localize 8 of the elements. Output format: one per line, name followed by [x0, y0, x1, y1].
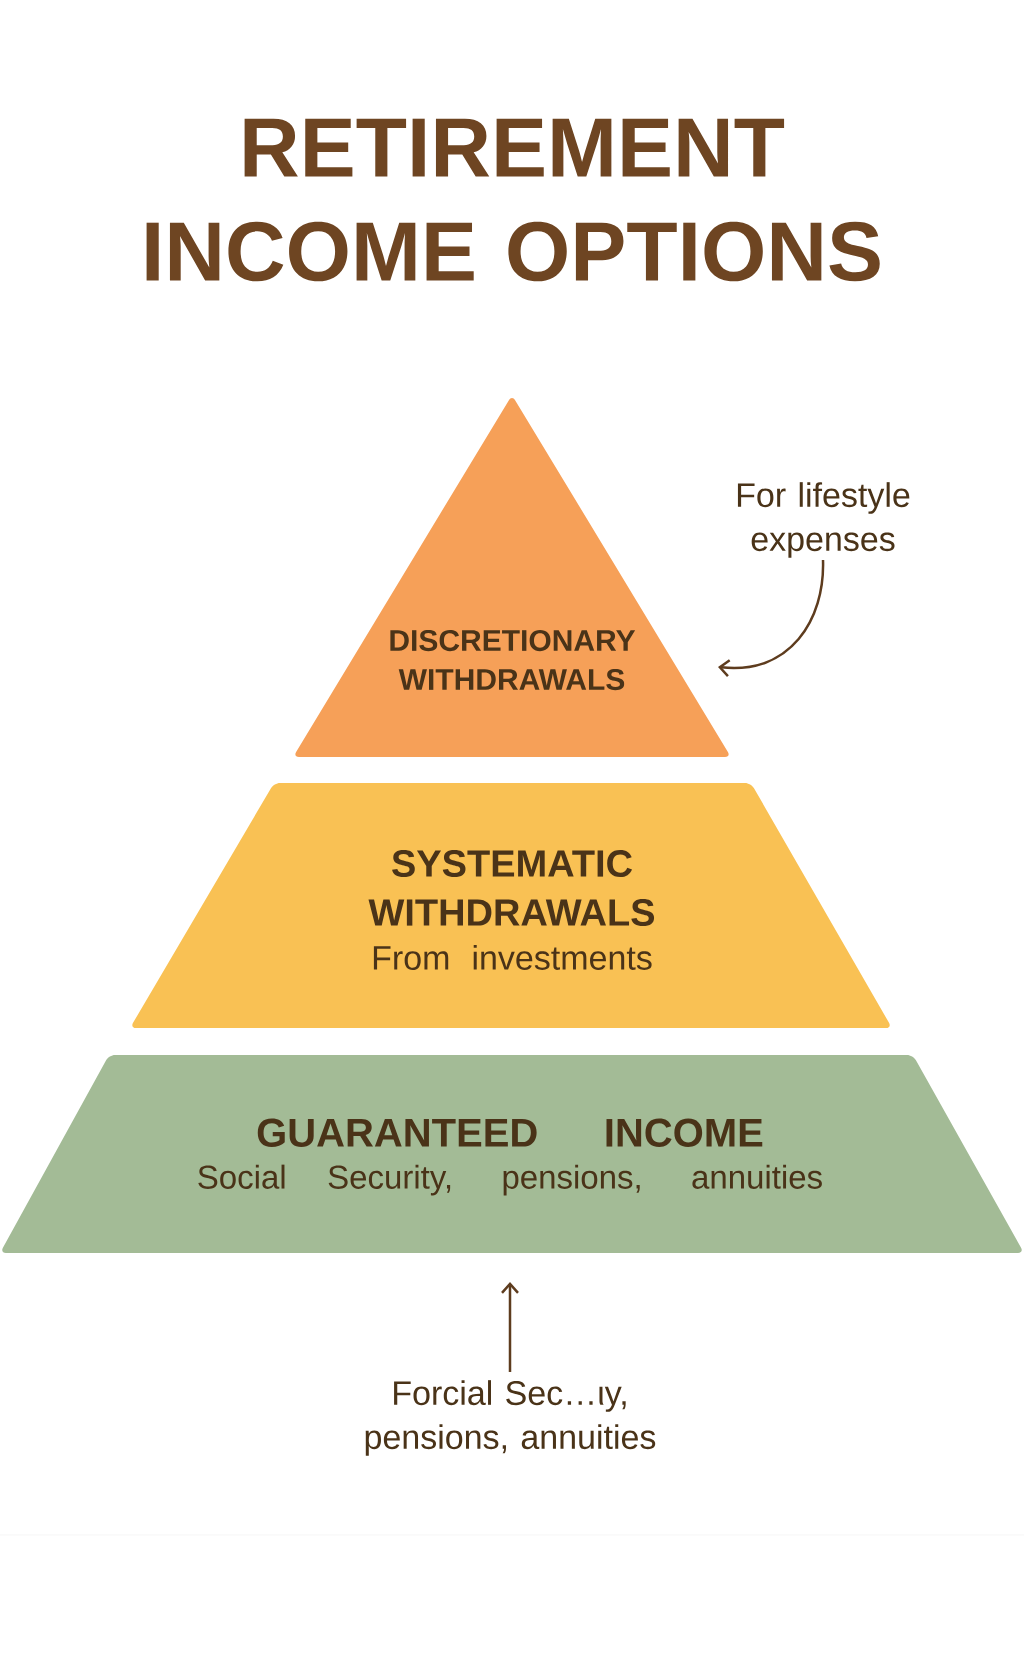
title: RETIREMENT INCOME OPTIONS: [146, 118, 880, 282]
arrow: [501, 1282, 519, 1372]
pyramid-tier: GUARANTEED INCOME Social Security, pensions, annuities: [2, 1055, 1022, 1253]
arrow: [718, 560, 825, 677]
note-text: Forcial Sec…ιy, pensions, annuities: [365, 1380, 656, 1456]
pyramid-tier: DISCRETIONARY WITHDRAWALS: [295, 398, 729, 757]
pyramid-tier: SYSTEMATIC WITHDRAWALS From investments: [132, 783, 890, 1028]
note-text: For lifestyle expenses: [737, 482, 910, 558]
